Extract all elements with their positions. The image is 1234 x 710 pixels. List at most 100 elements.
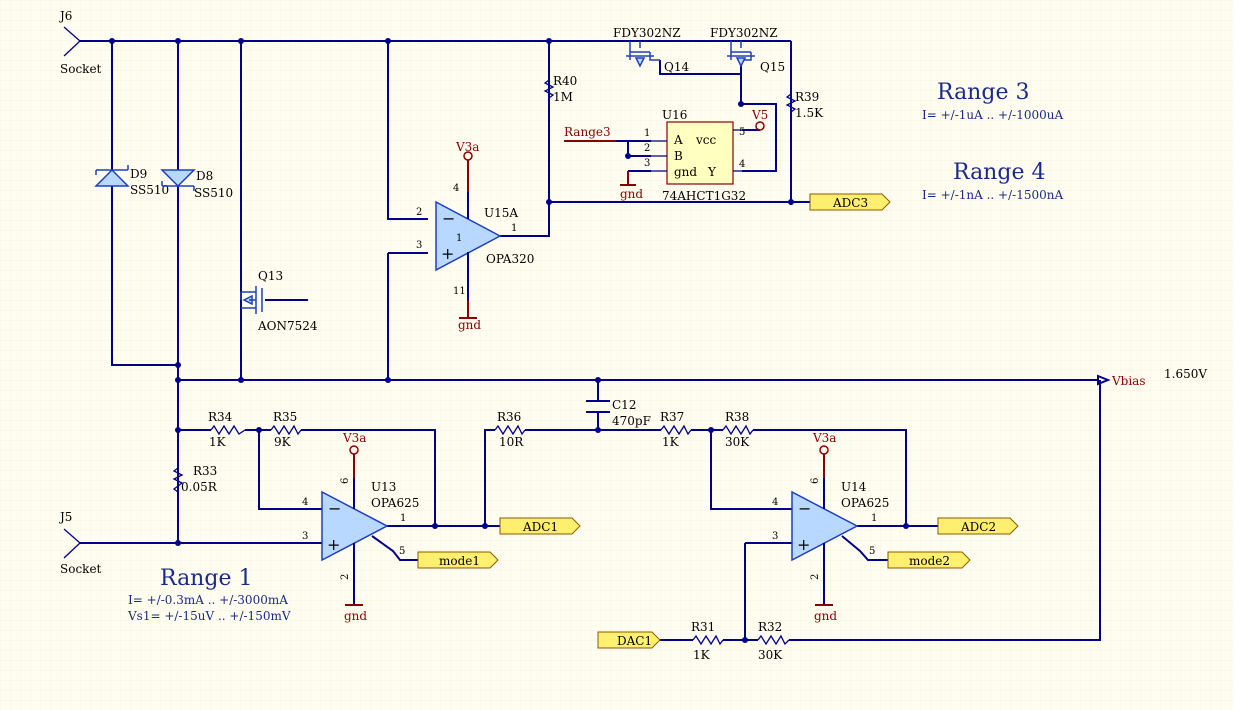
u15a-pin-out: 1: [511, 223, 517, 234]
port-adc3-label: ADC3: [832, 196, 868, 210]
u15a-plus: +: [441, 244, 454, 263]
u16-gnd-label: gnd: [620, 187, 643, 201]
u13-pin-vneg: 2: [340, 574, 351, 580]
mosfet-q13[interactable]: Q13 AON7524: [240, 269, 318, 333]
range4-title: Range 4: [953, 160, 1045, 185]
u14-pin-vneg: 2: [810, 574, 821, 580]
u13-part: OPA625: [371, 496, 419, 510]
port-adc2[interactable]: ADC2: [937, 517, 1019, 535]
r40-ref: R40: [553, 74, 577, 88]
port-mode1-label: mode1: [439, 554, 480, 568]
mosfet-q14[interactable]: FDY302NZ Q14: [613, 26, 689, 74]
vbias-label: Vbias: [1111, 374, 1146, 388]
u13-ref: U13: [371, 480, 396, 494]
u14-pin-mode: 5: [869, 546, 875, 557]
port-adc1-label: ADC1: [522, 520, 558, 534]
range3-net-label: Range3: [564, 125, 611, 139]
u13-pin-inv: 4: [302, 497, 308, 508]
u14-ref: U14: [841, 480, 867, 494]
r34-value: 1K: [209, 435, 227, 449]
port-adc1[interactable]: ADC1: [499, 517, 581, 535]
d9-part: SS510: [130, 183, 169, 197]
j5-type: Socket: [60, 562, 102, 576]
u14-pin-vpos: 6: [810, 478, 821, 484]
u16-num-vcc: 5: [739, 127, 745, 138]
resistor-r37[interactable]: R37 1K: [660, 410, 692, 449]
capacitor-c12[interactable]: C12 470pF: [586, 398, 651, 428]
u15a-part: OPA320: [486, 252, 534, 266]
resistor-r31[interactable]: R31 1K: [691, 620, 724, 662]
r31-value: 1K: [693, 648, 711, 662]
r38-value: 30K: [725, 435, 750, 449]
r35-value: 9K: [274, 435, 292, 449]
port-adc3[interactable]: ADC3: [809, 193, 891, 211]
resistor-r35[interactable]: R35 9K: [270, 410, 302, 449]
port-dac1[interactable]: DAC1: [597, 631, 661, 649]
port-mode1[interactable]: mode1: [417, 551, 499, 569]
opamp-u15a[interactable]: − + 1 2 3 1 4 11 U15A OPA320 V3a gnd: [416, 140, 534, 332]
u15a-unit: 1: [456, 233, 462, 244]
diode-d8[interactable]: D8 SS510: [160, 169, 233, 200]
u14-pin-noninv: 3: [772, 531, 778, 542]
d9-ref: D9: [130, 167, 147, 181]
r36-value: 10R: [499, 435, 524, 449]
opamp-u13[interactable]: − + 4 3 1 6 2 5 U13 OPA625 V3a gnd: [302, 431, 419, 623]
u16-pin-b: B: [674, 149, 683, 163]
resistor-r34[interactable]: R34 1K: [208, 410, 246, 449]
resistor-r38[interactable]: R38 30K: [722, 410, 754, 449]
port-adc2-label: ADC2: [960, 520, 996, 534]
junctions: [109, 38, 909, 643]
connector-j6[interactable]: J6 Socket: [58, 9, 102, 76]
resistor-r40[interactable]: R40 1M: [543, 74, 577, 104]
u15a-minus: −: [442, 209, 455, 228]
r37-value: 1K: [662, 435, 680, 449]
u15a-pin-noninv: 3: [416, 240, 422, 251]
annotation-range4: Range 4 I= +/-1nA .. +/-1500nA: [922, 160, 1063, 202]
connector-j5[interactable]: J5 Socket: [58, 510, 102, 576]
q15-part: FDY302NZ: [710, 26, 778, 40]
u13-minus: −: [328, 499, 341, 518]
range3-title: Range 3: [937, 80, 1029, 105]
annotation-range3: Range 3 I= +/-1uA .. +/-1000uA: [922, 80, 1063, 122]
u14-part: OPA625: [841, 496, 889, 510]
u14-pin-inv: 4: [772, 497, 778, 508]
q14-part: FDY302NZ: [613, 26, 681, 40]
u16-pin-a: A: [673, 133, 683, 147]
range4-line1: I= +/-1nA .. +/-1500nA: [922, 188, 1063, 202]
r33-ref: R33: [193, 464, 217, 478]
c12-ref: C12: [612, 398, 636, 412]
resistor-r39[interactable]: R39 1.5K: [785, 90, 824, 120]
u16-num-gnd: 3: [644, 158, 650, 169]
diode-d9[interactable]: D9 SS510: [94, 165, 169, 197]
r37-ref: R37: [660, 410, 684, 424]
u14-gnd-label: gnd: [814, 609, 837, 623]
u16-part: 74AHCT1G32: [662, 189, 746, 203]
j5-ref: J5: [58, 510, 72, 524]
r33-value: 0.05R: [181, 480, 218, 494]
resistor-r33[interactable]: R33 0.05R: [172, 464, 218, 494]
mosfet-q15[interactable]: FDY302NZ Q15: [710, 26, 785, 74]
u15a-pin-vpos: 4: [453, 183, 459, 194]
range3-line1: I= +/-1uA .. +/-1000uA: [922, 108, 1063, 122]
range1-title: Range 1: [160, 566, 252, 591]
opamp-u14[interactable]: − + 4 3 1 6 2 5 U14 OPA625 V3a gnd: [772, 431, 889, 623]
resistor-r36[interactable]: R36 10R: [494, 410, 526, 449]
port-mode2[interactable]: mode2: [887, 551, 971, 569]
u15a-pin-inv: 2: [416, 207, 422, 218]
r40-value: 1M: [553, 90, 573, 104]
resistor-r32[interactable]: R32 30K: [757, 620, 790, 662]
vbias-port[interactable]: Vbias 1.650V: [1097, 367, 1207, 388]
d8-part: SS510: [194, 186, 233, 200]
vbias-value: 1.650V: [1164, 367, 1207, 381]
r35-ref: R35: [273, 410, 297, 424]
port-dac1-label: DAC1: [617, 634, 652, 648]
q14-ref: Q14: [664, 60, 689, 74]
u13-plus: +: [327, 535, 340, 554]
logic-u16[interactable]: A B gnd vcc Y 1 2 3 5 4 U16 74AHCT1G32 R…: [564, 108, 768, 203]
q13-part: AON7524: [257, 319, 318, 333]
u16-num-b: 2: [644, 143, 650, 154]
r39-value: 1.5K: [795, 106, 824, 120]
r31-ref: R31: [691, 620, 715, 634]
q13-ref: Q13: [258, 269, 283, 283]
u14-pin-out: 1: [871, 513, 877, 524]
